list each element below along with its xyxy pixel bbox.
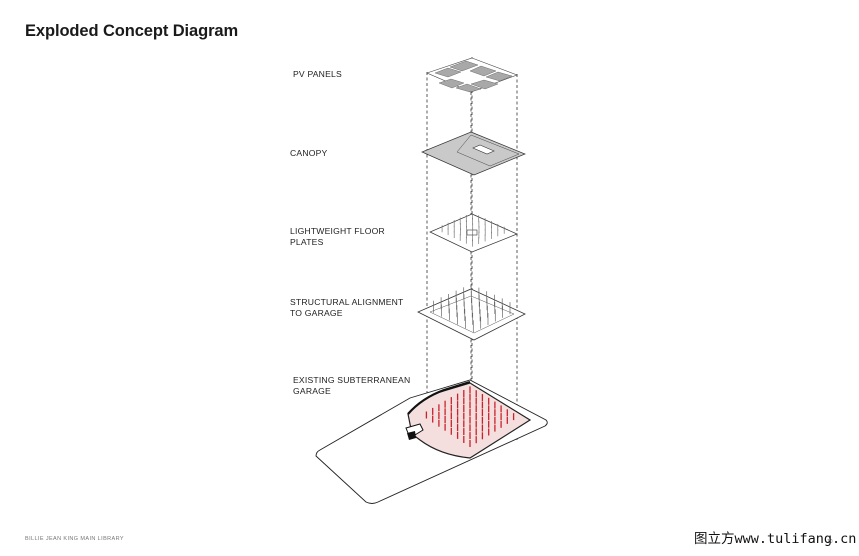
garage-columns bbox=[425, 386, 515, 447]
canopy-layer bbox=[421, 131, 526, 176]
watermark: 图立方www.tulifang.cn bbox=[694, 531, 857, 547]
structural-columns bbox=[433, 283, 511, 333]
label-lightweight-floor-plates: LIGHTWEIGHT FLOOR PLATES bbox=[290, 226, 385, 248]
label-line: GARAGE bbox=[293, 386, 331, 396]
label-line: TO GARAGE bbox=[290, 308, 343, 318]
label-line: CANOPY bbox=[290, 148, 328, 158]
label-line: PV PANELS bbox=[293, 69, 342, 79]
label-line: LIGHTWEIGHT FLOOR bbox=[290, 226, 385, 236]
ramp-wall bbox=[407, 380, 471, 415]
label-pv-panels: PV PANELS bbox=[293, 69, 342, 80]
pv-panels-layer bbox=[426, 57, 518, 93]
floor-plates-layer bbox=[429, 212, 518, 253]
label-line: STRUCTURAL ALIGNMENT bbox=[290, 297, 404, 307]
floor-plate-columns bbox=[441, 212, 505, 247]
structural-alignment-layer bbox=[417, 283, 526, 341]
label-line: EXISTING SUBTERRANEAN bbox=[293, 375, 411, 385]
page-number: 10 bbox=[827, 539, 833, 545]
label-existing-garage: EXISTING SUBTERRANEAN GARAGE bbox=[293, 375, 410, 397]
garage-layer bbox=[315, 379, 548, 504]
footer-title: BILLIE JEAN KING MAIN LIBRARY bbox=[25, 536, 124, 542]
label-line: PLATES bbox=[290, 237, 324, 247]
label-canopy: CANOPY bbox=[290, 148, 328, 159]
label-structural-alignment: STRUCTURAL ALIGNMENT TO GARAGE bbox=[290, 297, 404, 319]
page-title: Exploded Concept Diagram bbox=[25, 22, 239, 40]
